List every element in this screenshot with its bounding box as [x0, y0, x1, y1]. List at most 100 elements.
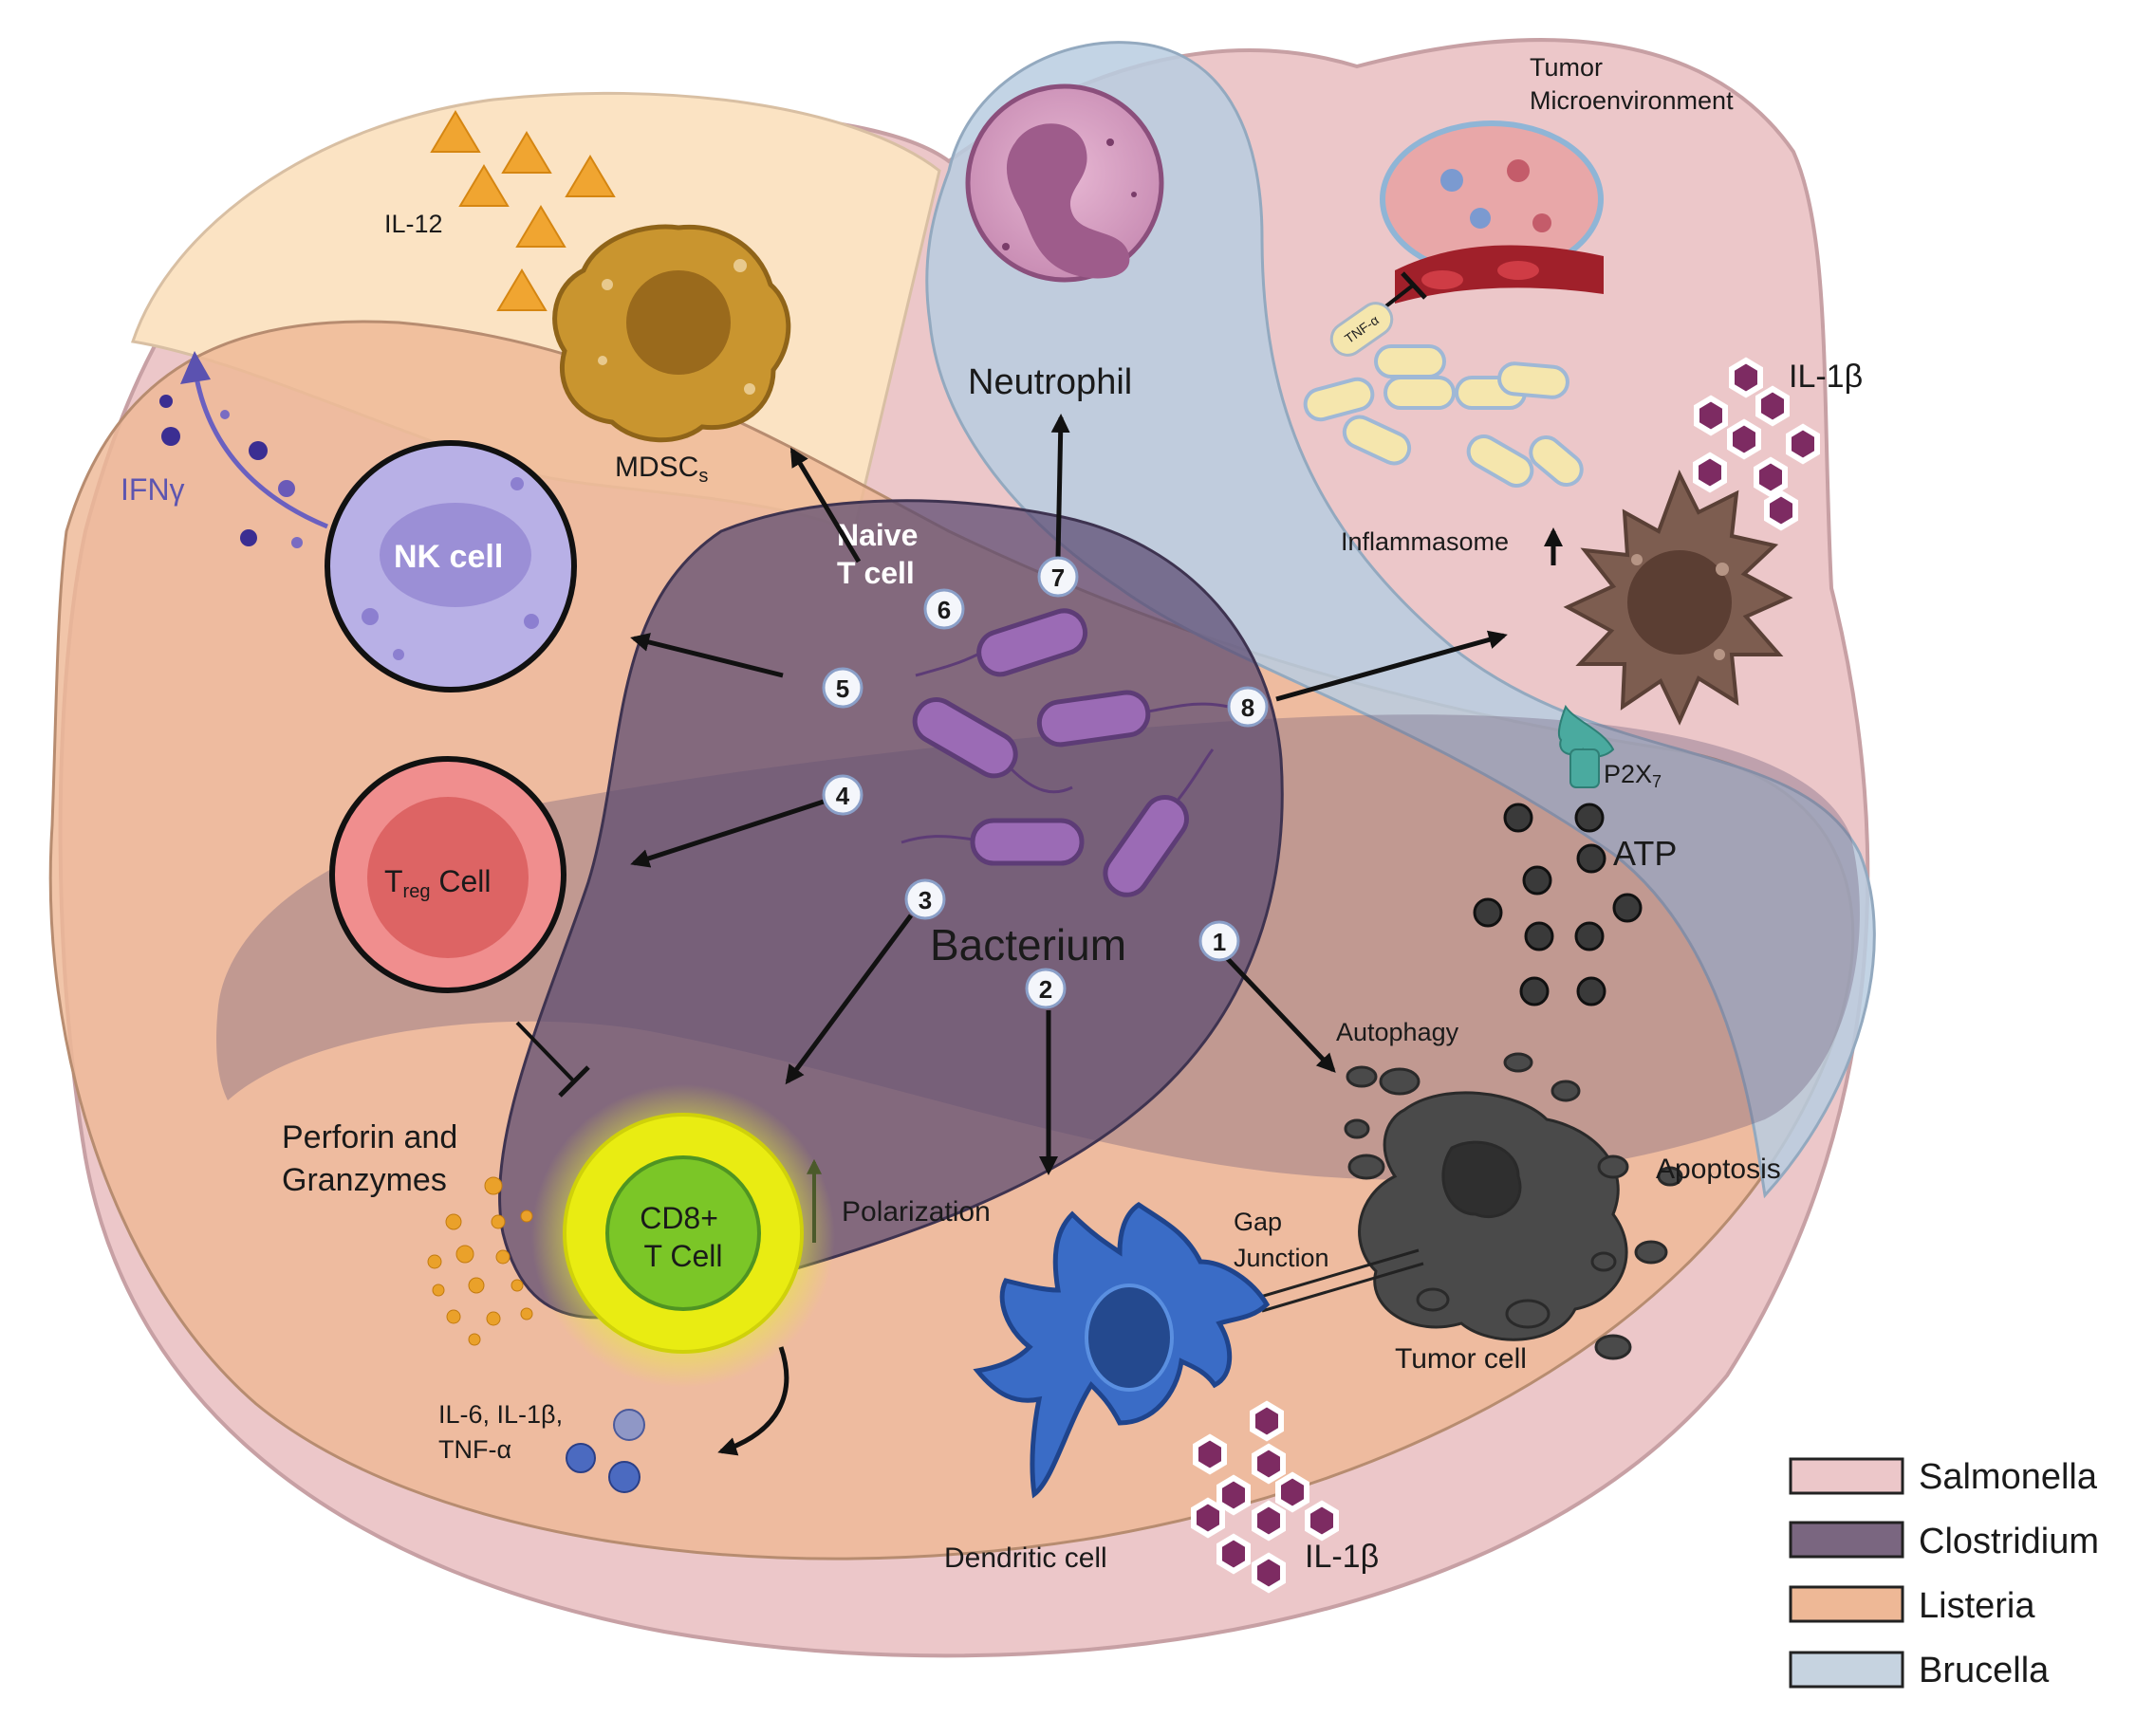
bacterium-rod [901, 818, 1085, 866]
il1b-hexagon [1755, 385, 1790, 427]
p2x7-receptor-icon [1557, 704, 1615, 788]
arrow-to-nk [630, 633, 784, 678]
ifng-arrow [192, 364, 328, 529]
il1b-hexagon [1252, 1500, 1286, 1542]
granule [468, 1277, 485, 1294]
ifng-dot [291, 537, 303, 548]
il1b-hexagon [1786, 423, 1820, 465]
inflammasome-label: Inflammasome [1341, 527, 1509, 556]
bacterium-rod [1036, 690, 1230, 748]
legend-label: Clostridium [1919, 1522, 2099, 1561]
il12-triangle [515, 205, 566, 248]
ifng-dot [220, 410, 230, 419]
polarization-label: Polarization [842, 1196, 991, 1228]
il1b-hexagon [1764, 489, 1798, 531]
dendritic-cell-label: Dendritic cell [944, 1542, 1107, 1574]
granule [511, 1279, 524, 1292]
step-4: 4 [836, 782, 850, 810]
arrow-to-cd8 [785, 914, 914, 1085]
cd8-t-cell-label: CD8+ T Cell [640, 1201, 727, 1273]
step-2: 2 [1039, 975, 1052, 1004]
il1b-hexagon [1729, 357, 1763, 398]
il12-triangle [565, 155, 616, 197]
granule [486, 1311, 501, 1326]
dendritic-cell-icon [973, 1201, 1271, 1499]
granule [427, 1254, 442, 1269]
arrows [630, 414, 1508, 1456]
gap-junction-label: Gap Junction [1234, 1208, 1329, 1272]
ifng-molecules [159, 395, 303, 548]
autophagy-label: Autophagy [1336, 1018, 1459, 1046]
il1b-hexagon [1191, 1497, 1225, 1539]
mdscs-label: MDSCs [615, 452, 708, 487]
nk-cell-label: NK cell [394, 539, 503, 575]
granule [491, 1214, 506, 1229]
granule [484, 1176, 503, 1195]
apoptosis-label: Apoptosis [1656, 1154, 1781, 1185]
legend-item-clostridium: Clostridium [1789, 1521, 2099, 1561]
granule [520, 1210, 533, 1223]
ifng-label: IFNγ [121, 472, 185, 507]
bacterium-rod [915, 608, 1088, 677]
legend: Salmonella Clostridium Listeria Brucella [1789, 1457, 2099, 1690]
step-badges: 1 2 3 4 5 6 7 8 [822, 556, 1269, 1009]
arrow-to-treg [630, 799, 825, 868]
il1b-hexagon [1275, 1471, 1309, 1513]
nk-cell-icon [325, 440, 577, 693]
atp-molecules [1473, 803, 1643, 1007]
arrow-to-tumor [1225, 956, 1336, 1073]
il12-label: IL-12 [384, 210, 443, 238]
il1b-hexagon [1754, 456, 1788, 498]
il12-triangle [501, 131, 552, 174]
il12-triangles [430, 110, 616, 311]
granule [432, 1284, 445, 1297]
legend-swatch [1789, 1457, 1904, 1495]
gap-junction [1256, 1248, 1424, 1313]
il1b-hexagon [1216, 1533, 1251, 1575]
atp-dot [1574, 921, 1605, 951]
il1b-bottom-label: IL-1β [1305, 1539, 1379, 1575]
atp-dot [1522, 865, 1552, 896]
step-1: 1 [1213, 928, 1226, 956]
il1b-hexagons-bottom [1191, 1400, 1339, 1594]
legend-label: Salmonella [1919, 1457, 2098, 1497]
arrow-to-mdsc [789, 447, 862, 563]
il1b-hexagon [1252, 1552, 1286, 1594]
treg-label: Treg Cell [384, 864, 491, 902]
atp-dot [1574, 803, 1605, 833]
atp-dot [1503, 803, 1533, 833]
p2x7-label: P2X7 [1604, 760, 1662, 791]
atp-dot [1524, 921, 1554, 951]
legend-swatch [1789, 1651, 1904, 1689]
cytokine-spheres [566, 1409, 645, 1493]
granule [445, 1213, 462, 1230]
ifng-arrowhead [180, 351, 211, 384]
il1b-hexagon [1250, 1400, 1284, 1442]
il1b-hexagon [1694, 395, 1728, 436]
il1b-top-label: IL-1β [1789, 359, 1863, 395]
neutrophil-icon [965, 83, 1164, 283]
step-8: 8 [1241, 693, 1254, 722]
il1b-hexagons-top [1693, 357, 1820, 531]
atp-dot [1576, 843, 1606, 874]
perforin-granules [427, 1176, 533, 1346]
legend-label: Listeria [1919, 1586, 2035, 1626]
bacteria-cluster [901, 608, 1230, 897]
legend-item-listeria: Listeria [1789, 1585, 2035, 1626]
cytokine-sphere [608, 1461, 641, 1493]
cytokine-sphere [566, 1443, 596, 1473]
cd8-t-cell-icon [531, 1084, 835, 1388]
il12-triangle [430, 110, 481, 153]
arrow-to-macrophage [1275, 630, 1508, 702]
atp-dot [1473, 897, 1503, 928]
atp-dot [1519, 976, 1550, 1007]
legend-item-salmonella: Salmonella [1789, 1457, 2098, 1497]
ifng-dot [278, 480, 295, 497]
ifng-dot [161, 427, 180, 446]
atp-label: ATP [1613, 834, 1677, 873]
tumor-cell-icon [1344, 1052, 1683, 1360]
bacterium-rod [912, 697, 1073, 794]
ifng-dot [240, 529, 257, 546]
legend-label: Brucella [1919, 1651, 2050, 1690]
